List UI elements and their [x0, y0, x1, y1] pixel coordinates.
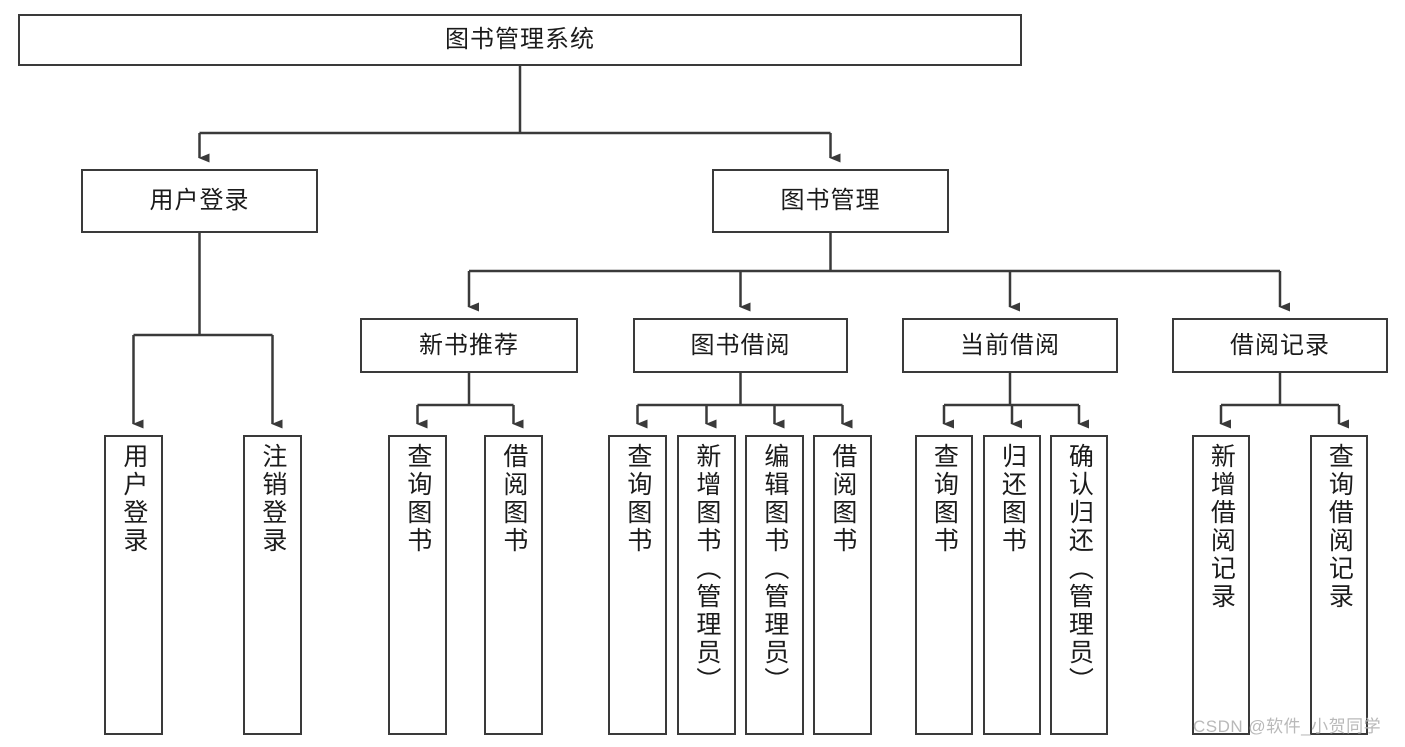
leaf-query-book[interactable]: 查询图书	[608, 435, 667, 735]
node-label: 借阅图书	[499, 443, 528, 555]
node-book-management[interactable]: 图书管理	[712, 169, 949, 233]
node-book-borrow[interactable]: 图书借阅	[633, 318, 848, 373]
node-root[interactable]: 图书管理系统	[18, 14, 1022, 66]
node-label: 查询借阅记录	[1325, 443, 1354, 611]
leaf-confirm-return-admin[interactable]: 确认归还（管理员）	[1050, 435, 1108, 735]
leaf-borrow-book[interactable]: 借阅图书	[813, 435, 872, 735]
leaf-add-book-admin[interactable]: 新增图书（管理员）	[677, 435, 736, 735]
node-label: 用户登录	[149, 187, 250, 214]
node-label: 新增图书（管理员）	[692, 443, 721, 695]
node-label: 归还图书	[998, 443, 1027, 555]
node-label: 新书推荐	[419, 331, 519, 359]
leaf-edit-book-admin[interactable]: 编辑图书（管理员）	[745, 435, 804, 735]
leaf-add-borrow-record[interactable]: 新增借阅记录	[1192, 435, 1250, 735]
node-label: 新增借阅记录	[1207, 443, 1236, 611]
node-label: 图书管理系统	[445, 26, 595, 53]
node-label: 图书管理	[780, 187, 881, 214]
node-label: 借阅图书	[828, 443, 857, 555]
leaf-return-book[interactable]: 归还图书	[983, 435, 1041, 735]
leaf-user-login[interactable]: 用户登录	[104, 435, 163, 735]
node-label: 当前借阅	[960, 331, 1060, 359]
leaf-borrow-book-recommend[interactable]: 借阅图书	[484, 435, 543, 735]
node-label: 借阅记录	[1230, 331, 1330, 359]
node-label: 用户登录	[119, 443, 148, 555]
node-new-book-recommend[interactable]: 新书推荐	[360, 318, 578, 373]
node-label: 图书借阅	[690, 331, 791, 359]
node-label: 确认归还（管理员）	[1065, 443, 1094, 695]
leaf-query-borrow-record[interactable]: 查询借阅记录	[1310, 435, 1368, 735]
node-label: 查询图书	[403, 443, 432, 555]
node-label: 编辑图书（管理员）	[760, 443, 789, 695]
watermark: CSDN @软件_小贺同学	[1193, 717, 1382, 736]
leaf-query-book-recommend[interactable]: 查询图书	[388, 435, 447, 735]
leaf-logout[interactable]: 注销登录	[243, 435, 302, 735]
node-label: 查询图书	[930, 443, 959, 555]
node-label: 注销登录	[258, 443, 287, 555]
node-user-login[interactable]: 用户登录	[81, 169, 318, 233]
node-current-borrow[interactable]: 当前借阅	[902, 318, 1118, 373]
leaf-query-book-current[interactable]: 查询图书	[915, 435, 973, 735]
node-borrow-record[interactable]: 借阅记录	[1172, 318, 1388, 373]
node-label: 查询图书	[623, 443, 652, 555]
